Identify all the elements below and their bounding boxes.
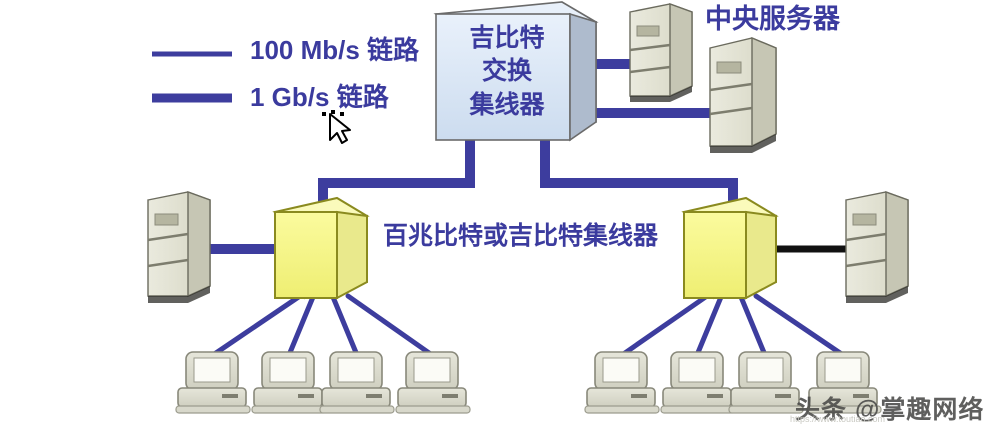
legend-label-100mbs: 100 Mb/s 链路: [250, 35, 420, 65]
workstation-left-4[interactable]: [395, 351, 471, 414]
access-links-left: [210, 293, 435, 358]
central-server-label: 中央服务器: [705, 4, 840, 34]
access-links-right: [619, 293, 846, 358]
server-right[interactable]: [845, 191, 909, 303]
workstation-right-4[interactable]: [806, 351, 882, 414]
workstation-right-1[interactable]: [584, 351, 660, 414]
hub-right[interactable]: [681, 196, 779, 300]
watermark-text: 头条 @掌趣网络: [795, 396, 985, 424]
workstation-left-1[interactable]: [175, 351, 251, 414]
switch-label: 吉比特 交换 集线器: [469, 24, 545, 119]
watermark-url: https://www.toutiao.com: [790, 414, 886, 424]
workstation-right-3[interactable]: [728, 351, 804, 414]
hub-row-label: 百兆比特或吉比特集线器: [383, 222, 659, 250]
workstation-right-2[interactable]: [660, 351, 736, 414]
workstation-left-2[interactable]: [251, 351, 327, 414]
mouse-pointer-icon: [322, 110, 351, 144]
server-top-left[interactable]: [629, 3, 693, 102]
trunk-links: [318, 140, 738, 207]
gigabit-switch-hub[interactable]: [433, 1, 599, 142]
server-top-right[interactable]: [709, 36, 777, 153]
server-left[interactable]: [147, 191, 211, 303]
legend-label-1gbs: 1 Gb/s 链路: [250, 82, 389, 112]
hub-left[interactable]: [272, 196, 370, 300]
workstation-left-3[interactable]: [319, 351, 395, 414]
